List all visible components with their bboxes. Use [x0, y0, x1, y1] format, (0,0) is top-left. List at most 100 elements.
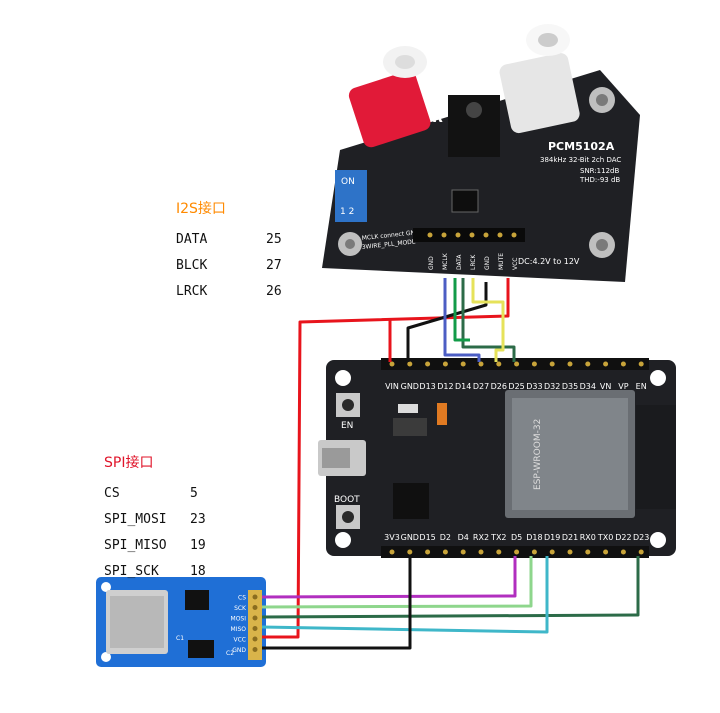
regulator-chip — [393, 418, 427, 436]
sd-pin-hole — [252, 636, 258, 642]
esp32-pin-hole — [585, 361, 591, 367]
esp32-pin-hole — [549, 361, 555, 367]
esp32-bottom-pin-label: D2 — [440, 533, 451, 542]
spi-table-title: SPI接口 — [104, 455, 154, 471]
dac-thd-label: THD:-93 dB — [579, 176, 620, 184]
sd-c2-label: C2 — [226, 650, 234, 657]
i2s-pin: 25 — [266, 231, 282, 247]
wire-dac-lrck-green — [453, 278, 470, 342]
wire-dac-bclk-to-d27 — [443, 278, 481, 362]
esp32-pin-hole — [425, 361, 431, 367]
esp32-top-pin-label: D34 — [580, 382, 596, 391]
dip-switch[interactable] — [335, 170, 367, 222]
dac-pin-label: VCC — [512, 258, 519, 270]
esp32-pin-hole — [514, 361, 520, 367]
esp32-pin-hole — [603, 361, 609, 367]
esp32-pin-hole — [514, 549, 520, 555]
esp32-top-pin-label: VIN — [385, 382, 399, 391]
esp32-bottom-pin-label: D4 — [458, 533, 469, 542]
capacitor — [437, 403, 447, 425]
esp32-pin-hole — [460, 549, 466, 555]
esp32-bottom-pin-label: D5 — [511, 533, 522, 542]
spi-signal: SPI_MISO — [104, 537, 167, 553]
esp32-top-pin-label: D32 — [544, 382, 560, 391]
esp32-bottom-pin-label: TX2 — [490, 533, 506, 542]
esp32-bottom-pin-label: D21 — [562, 533, 578, 542]
wires — [261, 278, 640, 650]
dac-pin-label: DATA — [456, 254, 463, 270]
sd-level-shifter-chip — [185, 590, 209, 610]
sd-regulator — [188, 640, 214, 658]
esp32-pin-hole — [638, 361, 644, 367]
sd-c1-label: C1 — [176, 635, 184, 642]
esp32-bottom-pin-label: GND — [401, 533, 419, 542]
esp32-pin-hole — [407, 549, 413, 555]
esp32-bottom-pin-label: D15 — [419, 533, 435, 542]
dac-spec-label: 384kHz 32-Bit 2ch DAC — [540, 156, 621, 164]
esp32-pin-hole — [425, 549, 431, 555]
sd-pin-hole — [252, 605, 258, 610]
module-label: ESP-WROOM-32 — [533, 419, 543, 490]
spi-pin: 23 — [190, 511, 206, 527]
sd-pin-hole — [252, 615, 258, 621]
sd-pin-header — [248, 590, 262, 660]
wire-sd-sck-to-d18 — [261, 556, 533, 609]
dac-power-label: DC:4.2V to 12V — [518, 257, 580, 266]
esp32-pin-hole — [442, 549, 448, 555]
esp32-top-pin-label: VP — [618, 382, 628, 391]
spi-signal: SPI_MOSI — [104, 511, 167, 527]
en-button-label: EN — [341, 421, 353, 431]
sd-pin-label: MISO — [231, 626, 247, 633]
esp32-pin-hole — [389, 549, 395, 555]
esp32-top-pin-label: D33 — [526, 382, 542, 391]
esp32-pin-hole — [567, 361, 573, 367]
dip-switch-on-label: ON — [341, 177, 355, 187]
esp32-top-pin-label: EN — [636, 382, 647, 391]
wire-sd-mosi-to-d23 — [261, 556, 640, 619]
sd-pin-label: SCK — [234, 605, 247, 612]
esp32-bottom-pin-label: RX0 — [580, 533, 596, 542]
esp32-pin-hole — [531, 549, 537, 555]
antenna-area — [636, 405, 676, 509]
dac-pin-label: LRCK — [470, 254, 477, 270]
sd-pin-label: MOSI — [231, 616, 247, 623]
dac-pin-hole — [497, 232, 503, 238]
spi-signal: SPI_SCK — [104, 563, 159, 579]
dac-board: ON 1 2 R PCM5102A 384kHz 32-Bit 2ch DAC … — [322, 24, 640, 282]
esp32-bottom-pin-label: D18 — [526, 533, 542, 542]
spi-pin: 18 — [190, 563, 206, 579]
dac-chip — [451, 189, 479, 213]
esp32-pin-hole — [496, 361, 502, 367]
spi-pin: 19 — [190, 537, 206, 553]
sd-pin-hole — [252, 626, 258, 631]
dac-model-label: PCM5102A — [548, 140, 615, 153]
esp32-pin-hole — [567, 549, 573, 555]
esp32-pin-hole — [389, 361, 395, 367]
esp32-bottom-pin-label: TX0 — [597, 533, 613, 542]
esp32-bottom-pin-label: D22 — [615, 533, 631, 542]
esp32-pin-hole — [549, 549, 555, 555]
rca-jack-white — [499, 24, 580, 134]
esp32-bottom-pin-label: 3V3 — [384, 533, 400, 542]
rca-jack-red — [348, 46, 431, 148]
dac-pin-hole — [455, 232, 461, 238]
dac-pin-hole — [427, 232, 433, 238]
esp32-bottom-pin-label: D23 — [633, 533, 649, 542]
wire-dac-vcc-to-esp-vin — [262, 278, 510, 639]
mount-hole — [335, 532, 351, 548]
esp32-top-pin-label: D27 — [473, 382, 489, 391]
esp32-pin-hole — [531, 361, 537, 367]
esp32-pin-hole — [620, 549, 626, 555]
esp32-top-pin-label: D14 — [455, 382, 471, 391]
sd-pin-label: GND — [232, 647, 246, 654]
led — [398, 404, 418, 413]
